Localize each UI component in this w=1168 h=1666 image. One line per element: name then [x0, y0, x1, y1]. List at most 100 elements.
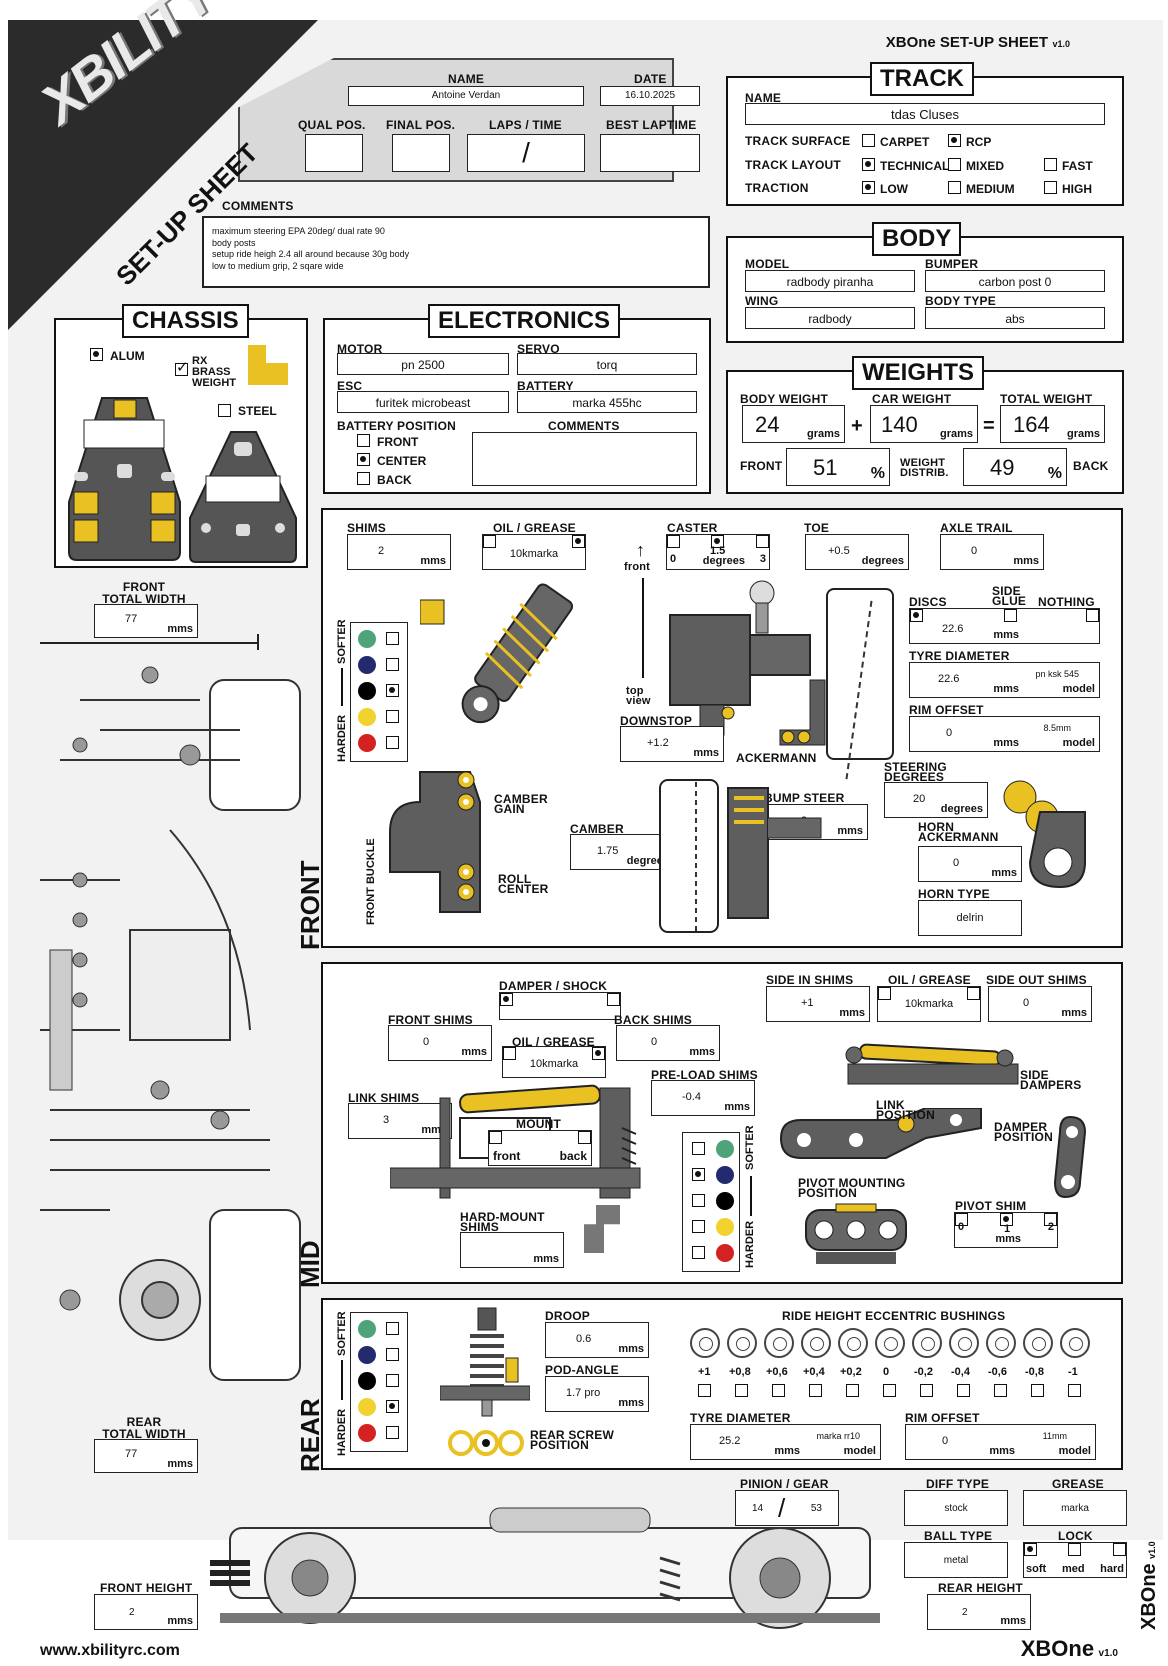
fast-checkbox[interactable]: [1044, 158, 1057, 171]
grease-field[interactable]: marka: [1023, 1490, 1127, 1526]
spring-color-checkbox[interactable]: [692, 1246, 705, 1259]
bushing-checkbox[interactable]: [920, 1384, 933, 1397]
front-rim-field[interactable]: 0 mms 8.5mm model: [909, 716, 1100, 752]
back-pct-field[interactable]: 49%: [963, 448, 1067, 486]
wing-field[interactable]: radbody: [745, 307, 915, 329]
best-field[interactable]: [600, 134, 700, 172]
rear-tyre-field[interactable]: 25.2 mms marka rr10 model: [690, 1424, 881, 1460]
front-oil-field[interactable]: 10kmarka: [482, 534, 586, 570]
pinion-gear-field[interactable]: 14 / 53: [735, 1490, 839, 1526]
bushing-checkbox[interactable]: [809, 1384, 822, 1397]
mixed-checkbox[interactable]: [948, 158, 961, 171]
technical-checkbox[interactable]: [862, 158, 875, 171]
bushing-checkbox[interactable]: [1068, 1384, 1081, 1397]
front-pct-field[interactable]: 51%: [786, 448, 890, 486]
bumper-field[interactable]: carbon post 0: [925, 270, 1105, 292]
rear-rim-field[interactable]: 0 mms 11mm model: [905, 1424, 1096, 1460]
nothing-checkbox[interactable]: [1086, 609, 1099, 622]
lock-med-checkbox[interactable]: [1068, 1543, 1081, 1556]
mount-front-checkbox[interactable]: [489, 1131, 502, 1144]
bushing-checkbox[interactable]: [883, 1384, 896, 1397]
final-field[interactable]: [392, 134, 450, 172]
rcp-checkbox[interactable]: [948, 134, 961, 147]
oil-checkbox[interactable]: [503, 1047, 516, 1060]
high-checkbox[interactable]: [1044, 181, 1057, 194]
comments-box[interactable]: maximum steering EPA 20deg/ dual rate 90…: [202, 216, 710, 288]
batpos-front-checkbox[interactable]: [357, 434, 370, 447]
damper-shock-field[interactable]: [499, 992, 621, 1020]
spring-color-checkbox[interactable]: [386, 1348, 399, 1361]
mid-oil-field[interactable]: 10kmarka: [502, 1046, 606, 1078]
low-checkbox[interactable]: [862, 181, 875, 194]
lock-soft-checkbox[interactable]: [1024, 1543, 1037, 1556]
grease-checkbox[interactable]: [592, 1047, 605, 1060]
side-oil-field[interactable]: 10kmarka: [877, 986, 981, 1022]
spring-color-checkbox[interactable]: [386, 658, 399, 671]
battery-field[interactable]: marka 455hc: [517, 391, 697, 413]
track-name-field[interactable]: tdas Cluses: [745, 103, 1105, 125]
diff-type-field[interactable]: stock: [904, 1490, 1008, 1526]
caster-0-checkbox[interactable]: [667, 535, 680, 548]
mount-back-checkbox[interactable]: [578, 1131, 591, 1144]
oil-checkbox[interactable]: [878, 987, 891, 1000]
spring-color-checkbox[interactable]: [692, 1194, 705, 1207]
bushing-checkbox[interactable]: [698, 1384, 711, 1397]
bushing-checkbox[interactable]: [957, 1384, 970, 1397]
grease-checkbox[interactable]: [572, 535, 585, 548]
spring-color-checkbox[interactable]: [386, 1322, 399, 1335]
damper-checkbox[interactable]: [500, 993, 513, 1006]
spring-color-checkbox[interactable]: [386, 710, 399, 723]
medium-checkbox[interactable]: [948, 181, 961, 194]
esc-field[interactable]: furitek microbeast: [337, 391, 509, 413]
discs-checkbox[interactable]: [910, 609, 923, 622]
caster-field[interactable]: 0 1.5 3 degrees: [666, 534, 770, 570]
carpet-checkbox[interactable]: [862, 134, 875, 147]
grease-checkbox[interactable]: [967, 987, 980, 1000]
front-tyre-field[interactable]: 22.6 mms pn ksk 545 model: [909, 662, 1100, 698]
steel-checkbox[interactable]: [218, 404, 231, 417]
footer-url[interactable]: www.xbilityrc.com: [40, 1642, 180, 1659]
motor-field[interactable]: pn 2500: [337, 353, 509, 375]
bushing-checkbox[interactable]: [994, 1384, 1007, 1397]
date-field[interactable]: 16.10.2025: [600, 86, 700, 106]
caster-3-checkbox[interactable]: [756, 535, 769, 548]
brass-checkbox[interactable]: ✓: [175, 359, 189, 376]
spring-color-checkbox[interactable]: [692, 1168, 705, 1181]
ball-type-field[interactable]: metal: [904, 1542, 1008, 1578]
pivot-0-checkbox[interactable]: [955, 1213, 968, 1226]
discs-field[interactable]: 22.6 mms: [909, 608, 1100, 644]
spring-color-checkbox[interactable]: [386, 632, 399, 645]
caster-15-checkbox[interactable]: [711, 535, 724, 548]
name-field[interactable]: Antoine Verdan: [348, 86, 584, 106]
batpos-back-checkbox[interactable]: [357, 472, 370, 485]
spring-color-checkbox[interactable]: [386, 1426, 399, 1439]
spring-color-checkbox[interactable]: [692, 1142, 705, 1155]
side-glue-checkbox[interactable]: [1004, 609, 1017, 622]
oil-checkbox[interactable]: [483, 535, 496, 548]
body-model-field[interactable]: radbody piranha: [745, 270, 915, 292]
spring-color-checkbox[interactable]: [692, 1220, 705, 1233]
mount-field[interactable]: front back: [488, 1130, 592, 1166]
horn-type-field[interactable]: delrin: [918, 900, 1022, 936]
bushing-checkbox[interactable]: [846, 1384, 859, 1397]
batpos-center-checkbox[interactable]: [357, 453, 370, 466]
spring-color-checkbox[interactable]: [386, 684, 399, 697]
